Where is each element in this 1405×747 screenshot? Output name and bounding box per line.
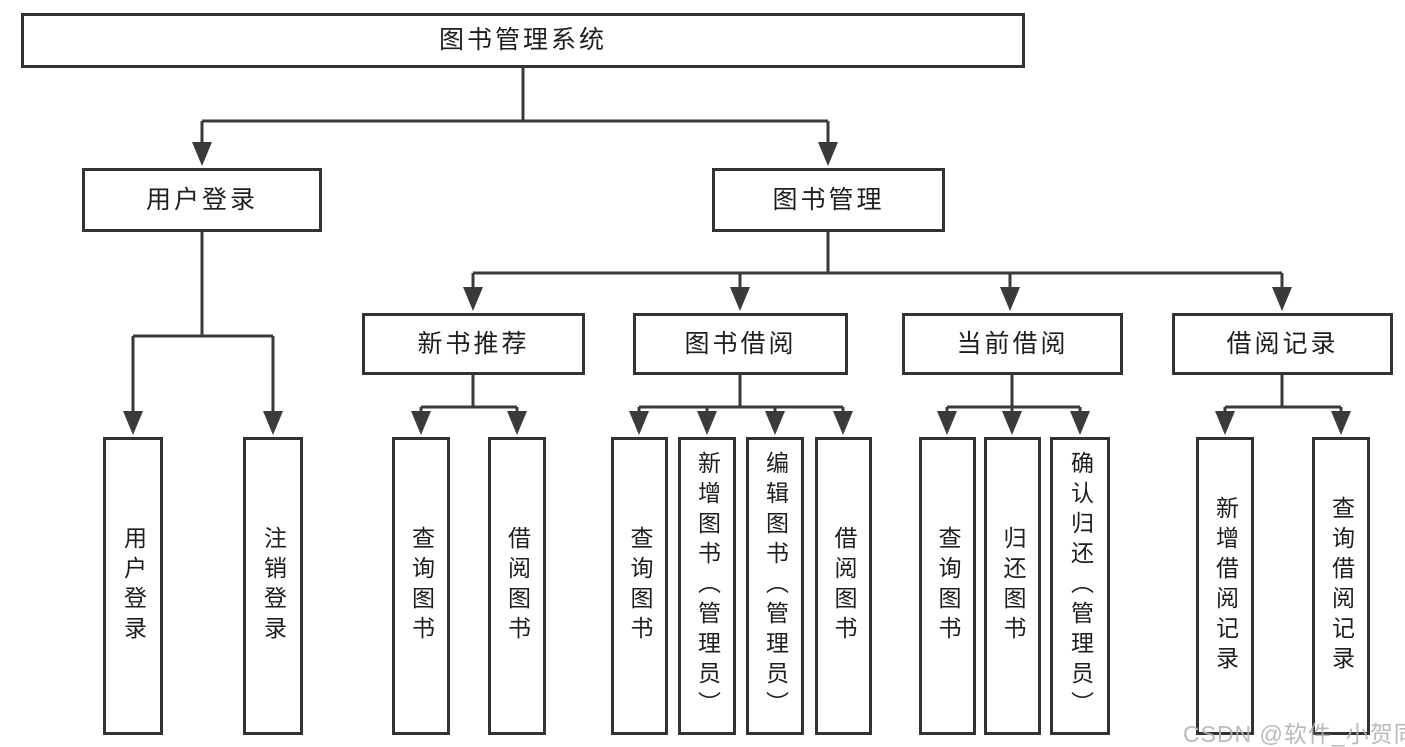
csdn-watermark: CSDN @软件_小贺同学 xyxy=(1183,715,1405,747)
leaf-return-books: 归还图书 xyxy=(984,437,1041,735)
leaf-query-borrow-record: 查询借阅记录 xyxy=(1312,437,1370,735)
node-book-borrowing: 图书借阅 xyxy=(633,313,848,375)
leaf-confirm-return-admin: 确认归还（管理员） xyxy=(1050,437,1110,735)
leaf-user-login-label: 用户登录 xyxy=(120,526,147,646)
leaf-user-login: 用户登录 xyxy=(103,437,163,735)
node-current-borrowing: 当前借阅 xyxy=(902,313,1123,375)
leaf-edit-books-admin: 编辑图书（管理员） xyxy=(746,437,804,735)
leaf-edit-books-admin-label: 编辑图书（管理员） xyxy=(762,451,789,721)
node-user-login-label: 用户登录 xyxy=(145,185,258,214)
csdn-watermark-text: CSDN @软件_小贺同学 xyxy=(1183,721,1405,747)
node-current-borrowing-label: 当前借阅 xyxy=(956,329,1069,358)
leaf-add-borrow-record: 新增借阅记录 xyxy=(1196,437,1254,735)
leaf-confirm-return-admin-label: 确认归还（管理员） xyxy=(1067,451,1094,721)
node-book-management: 图书管理 xyxy=(712,168,945,232)
node-new-book-recommend: 新书推荐 xyxy=(362,313,585,375)
leaf-newbook-query-books-label: 查询图书 xyxy=(408,526,435,646)
node-root-system: 图书管理系统 xyxy=(21,13,1025,68)
leaf-newbook-query-books: 查询图书 xyxy=(392,437,450,735)
leaf-query-borrow-record-label: 查询借阅记录 xyxy=(1328,496,1355,676)
node-user-login: 用户登录 xyxy=(82,168,322,232)
node-borrowing-records: 借阅记录 xyxy=(1172,313,1393,375)
node-root-label: 图书管理系统 xyxy=(438,26,607,54)
leaf-logout-label: 注销登录 xyxy=(260,526,287,646)
node-book-borrowing-label: 图书借阅 xyxy=(684,329,797,358)
leaf-newbook-borrow-books-label: 借阅图书 xyxy=(504,526,531,646)
node-borrowing-records-label: 借阅记录 xyxy=(1226,329,1339,358)
leaf-borrow-books-label: 借阅图书 xyxy=(831,526,857,646)
leaf-logout: 注销登录 xyxy=(243,437,303,735)
leaf-borrow-books: 借阅图书 xyxy=(815,437,872,735)
node-new-book-recommend-label: 新书推荐 xyxy=(417,329,530,358)
leaf-borrowing-query-books: 查询图书 xyxy=(611,437,668,735)
leaf-newbook-borrow-books: 借阅图书 xyxy=(488,437,546,735)
leaf-add-books-admin: 新增图书（管理员） xyxy=(678,437,736,735)
leaf-borrowing-query-books-label: 查询图书 xyxy=(627,526,653,646)
leaf-current-query-books: 查询图书 xyxy=(919,437,976,735)
leaf-return-books-label: 归还图书 xyxy=(1000,526,1026,646)
leaf-current-query-books-label: 查询图书 xyxy=(935,526,961,646)
node-book-management-label: 图书管理 xyxy=(772,185,885,214)
leaf-add-books-admin-label: 新增图书（管理员） xyxy=(694,451,721,721)
leaf-add-borrow-record-label: 新增借阅记录 xyxy=(1212,496,1239,676)
